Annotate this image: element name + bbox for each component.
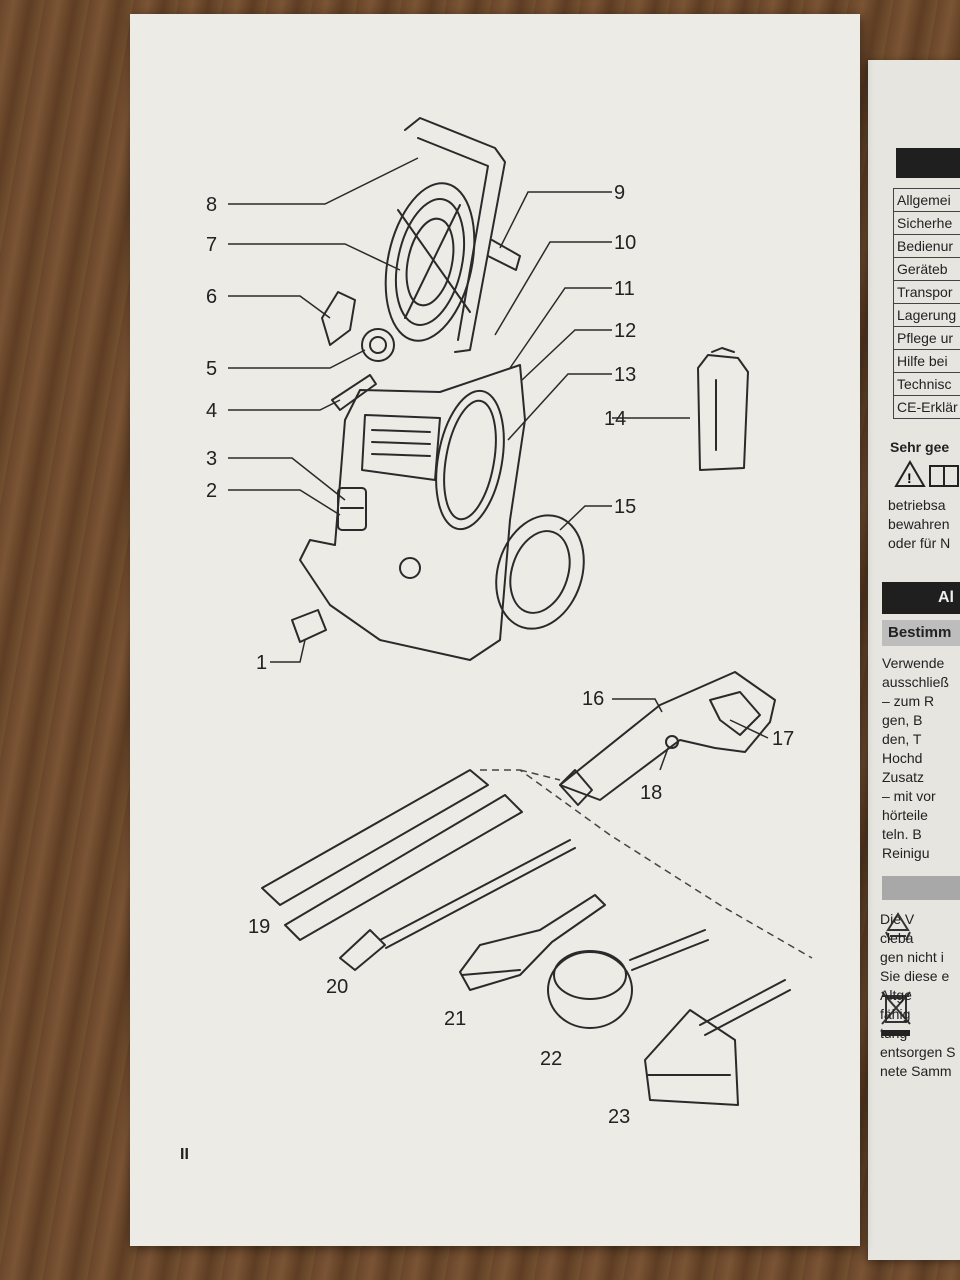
facing-text-block-b: Verwende ausschließ – zum R gen, B den, … — [882, 655, 949, 861]
callout-13: 13 — [614, 364, 637, 386]
toc-row: Technisc — [893, 372, 960, 396]
surface-brush — [644, 1009, 739, 1106]
toc-row: Pflege ur — [893, 326, 960, 350]
callout-10: 10 — [614, 232, 637, 254]
toc-row: Sicherhe — [893, 211, 960, 235]
callout-15: 15 — [614, 496, 637, 518]
hose-coil — [435, 389, 505, 531]
facing-grey-band — [882, 876, 960, 900]
warning-book-icon: ! — [894, 460, 959, 487]
subheading: Bestimm — [882, 620, 960, 646]
callout-7: 7 — [206, 234, 218, 256]
high-pressure-outlet — [331, 374, 377, 411]
pressure-knob — [361, 328, 395, 362]
handle-frame — [404, 117, 506, 353]
section-heading: Al — [882, 582, 960, 614]
callout-14: 14 — [604, 408, 627, 430]
facing-text-block-a: betriebsa bewahren oder für N — [888, 497, 951, 551]
detergent-bottle — [697, 354, 749, 471]
callout-11: 11 — [614, 278, 635, 300]
callout-3: 3 — [206, 448, 218, 470]
callout-2: 2 — [206, 480, 218, 502]
callout-6: 6 — [206, 286, 218, 308]
wheel — [495, 514, 585, 630]
facing-text-block-c: Die V cleba gen nicht i Sie diese e Altg… — [880, 911, 956, 1079]
water-inlet — [291, 609, 327, 643]
callout-4: 4 — [206, 400, 218, 422]
lance-1 — [261, 769, 489, 906]
callout-16: 16 — [582, 688, 605, 710]
machine-body — [299, 364, 526, 661]
wash-brush — [459, 894, 606, 991]
callout-1: 1 — [256, 652, 268, 674]
gun-holder — [321, 291, 356, 346]
callout-17: 17 — [772, 728, 795, 750]
spray-gun — [559, 671, 776, 801]
reel-crank — [487, 239, 521, 271]
callout-23: 23 — [608, 1106, 631, 1128]
page-number: II — [180, 1146, 189, 1163]
callout-5: 5 — [206, 358, 218, 380]
power-switch — [337, 487, 367, 531]
callout-12: 12 — [614, 320, 637, 342]
callout-18: 18 — [640, 782, 663, 804]
lance-2 — [284, 794, 523, 941]
callout-8: 8 — [206, 194, 218, 216]
facing-page-header-bar — [896, 148, 960, 178]
callout-19: 19 — [248, 916, 271, 938]
toc-row: CE-Erklär — [893, 395, 960, 419]
svg-text:!: ! — [907, 470, 912, 486]
toc-row: Bedienur — [893, 234, 960, 258]
note-heading: Sehr gee — [890, 439, 950, 455]
callout-21: 21 — [444, 1008, 467, 1030]
recycle-icon — [885, 912, 911, 941]
toc-row: Allgemei — [893, 188, 960, 212]
toc-row: Hilfe bei — [893, 349, 960, 373]
callout-9: 9 — [614, 182, 626, 204]
callout-20: 20 — [326, 976, 349, 998]
hose-reel — [384, 182, 476, 342]
assembly-line — [480, 769, 813, 959]
crossed-bin-icon — [881, 991, 911, 1036]
rotor-nozzle — [339, 929, 386, 971]
callout-22: 22 — [540, 1048, 563, 1070]
